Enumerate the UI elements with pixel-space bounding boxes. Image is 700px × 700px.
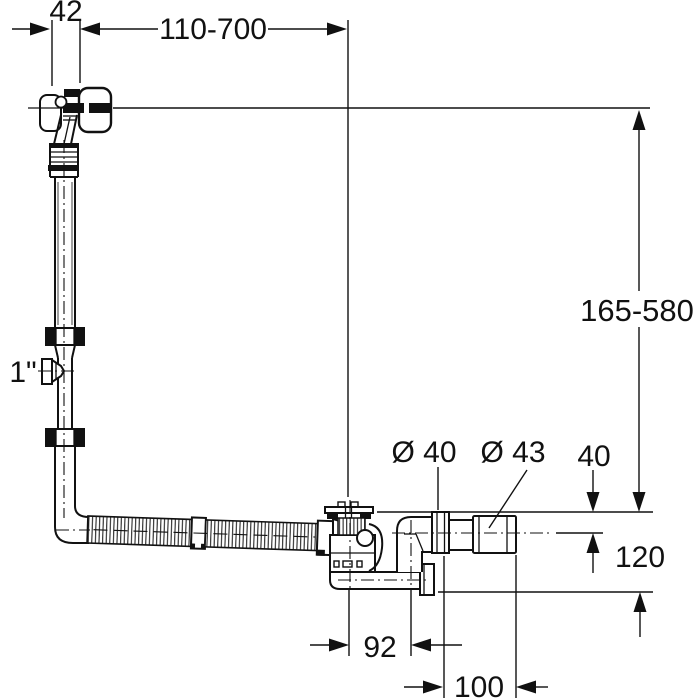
drain-flange bbox=[324, 501, 374, 520]
arrowhead-down bbox=[586, 492, 600, 512]
dim-label-1in: 1" bbox=[9, 356, 36, 389]
tee-plug bbox=[51, 358, 66, 384]
arrowhead-up bbox=[633, 592, 647, 612]
arrowhead-up bbox=[632, 110, 646, 130]
dim-label-40: 40 bbox=[577, 440, 610, 473]
label-diameter-43: Ø 43 bbox=[480, 436, 546, 529]
dimension-92: 92 bbox=[310, 590, 462, 664]
arrowhead-left bbox=[516, 680, 536, 694]
dimension-100: 100 bbox=[404, 555, 548, 700]
dim-label-42: 42 bbox=[49, 0, 82, 28]
drain-trap-body bbox=[329, 517, 384, 573]
leader-line bbox=[488, 469, 528, 529]
centerlines bbox=[28, 107, 552, 588]
overflow-pipe-upper bbox=[54, 177, 76, 327]
overflow-pipe-middle bbox=[57, 384, 73, 429]
valve-ball bbox=[356, 529, 374, 547]
dimension-120: 120 bbox=[615, 541, 665, 637]
overflow-pivot bbox=[54, 95, 68, 109]
arrowhead-right bbox=[329, 638, 349, 652]
dimension-110-700: 110-700 bbox=[80, 13, 349, 497]
strainer-section bbox=[337, 517, 366, 536]
pipe-elbow-left bbox=[54, 505, 90, 544]
overflow-clamp-tab bbox=[64, 89, 80, 97]
dim-label-165-580: 165-580 bbox=[580, 293, 694, 328]
outlet-sleeve bbox=[472, 515, 517, 554]
arrowhead-right bbox=[30, 22, 50, 36]
outlet-pipe bbox=[449, 519, 473, 551]
arrowhead-left bbox=[80, 22, 100, 36]
arrowhead-right bbox=[423, 680, 443, 694]
dimension-165-580: 165-580 bbox=[580, 110, 694, 512]
arrowhead-down bbox=[632, 492, 646, 512]
dia-label-43: Ø 43 bbox=[480, 436, 545, 469]
dim-label-100: 100 bbox=[454, 671, 504, 700]
label-diameter-40: Ø 40 bbox=[391, 436, 457, 510]
arrowhead-left bbox=[411, 638, 431, 652]
arrowhead-up bbox=[586, 533, 600, 553]
pipe-coupling-upper bbox=[45, 327, 85, 359]
flex-hose bbox=[86, 515, 335, 557]
pipe-coupling-lower bbox=[45, 428, 85, 447]
dim-label-120: 120 bbox=[615, 541, 665, 574]
dim-label-92: 92 bbox=[363, 631, 396, 664]
overflow-pipe-lower bbox=[54, 446, 76, 506]
dim-label-110-700: 110-700 bbox=[159, 13, 267, 46]
dia-label-40: Ø 40 bbox=[391, 436, 456, 469]
overflow-fitting bbox=[39, 86, 113, 145]
outlet-elbow bbox=[396, 516, 433, 572]
label-1-inch: 1" bbox=[9, 356, 36, 389]
arrowhead-right bbox=[327, 22, 347, 36]
cable-guide bbox=[368, 523, 384, 572]
dimension-40: 40 bbox=[577, 440, 611, 573]
dimension-42: 42 bbox=[12, 0, 83, 86]
